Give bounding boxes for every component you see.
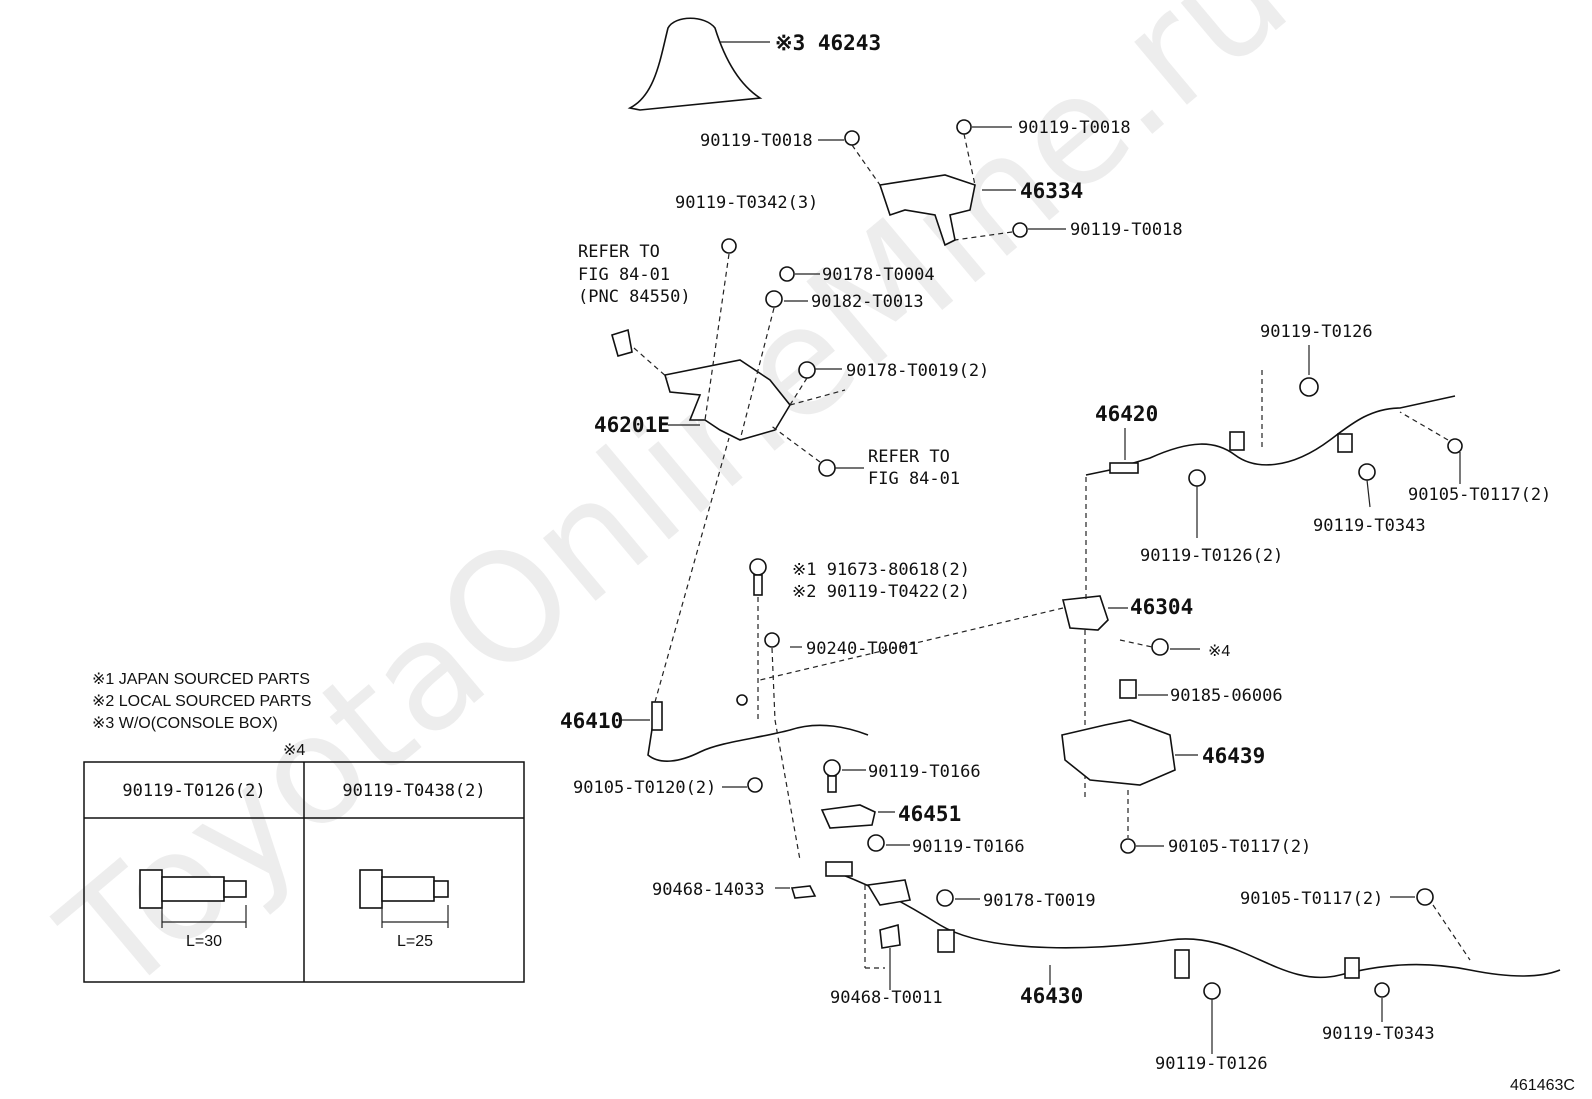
label-90178-T0004: 90178-T0004 [822,265,935,285]
label-46243: ※3 46243 [775,31,881,55]
label-90105-T0117-2-a: 90105-T0117(2) [1408,485,1551,505]
label-90468-14033: 90468-14033 [652,880,765,900]
label-46334: 46334 [1020,179,1083,203]
label-90185-06006: 90185-06006 [1170,686,1283,706]
bracket-46334 [818,119,1066,247]
watermark-text: ToyotaOnlineMine.ru [31,0,1320,1028]
label-46410: 46410 [560,709,623,733]
shift-boot-46243 [627,17,770,111]
label-90105-T0117-2-b: 90105-T0117(2) [1168,837,1311,857]
label-46420: 46420 [1095,402,1158,426]
label-90468-T0011: 90468-T0011 [830,988,943,1008]
label-90119-T0126-bottom: 90119-T0126 [1155,1054,1268,1074]
cable-46430 [774,719,1561,1054]
note-1: ※1 JAPAN SOURCED PARTS [92,671,310,688]
label-90119-T0166-a: 90119-T0166 [868,762,981,782]
label-90119-T0343-b: 90119-T0343 [1322,1024,1435,1044]
label-refer2-line1: REFER TO [868,447,950,467]
label-90240-T0001: 90240-T0001 [806,639,919,659]
label-90119-T0126-2: 90119-T0126(2) [1140,546,1283,566]
figure-code: 461463C [1510,1077,1575,1094]
heat-insulator-46439 [1061,679,1198,854]
label-90182-T0013: 90182-T0013 [811,292,924,312]
label-46451: 46451 [898,802,961,826]
label-90178-T0019-2: 90178-T0019(2) [846,361,989,381]
table-caption: ※4 [283,742,305,759]
note-2: ※2 LOCAL SOURCED PARTS [92,693,311,710]
label-90119-T0343-a: 90119-T0343 [1313,516,1426,536]
lever-assembly-46201E [611,238,864,477]
label-90119-T0018-a: 90119-T0018 [700,131,813,151]
label-46430: 46430 [1020,984,1083,1008]
label-90119-T0166-b: 90119-T0166 [912,837,1025,857]
label-90105-T0120: 90105-T0120(2) [573,778,716,798]
label-90119-T0126-top: 90119-T0126 [1260,322,1373,342]
bolt-icon-short: L=25 [359,869,449,950]
footnotes: ※1 JAPAN SOURCED PARTS ※2 LOCAL SOURCED … [92,671,311,732]
label-90119-T0422: ※2 90119-T0422(2) [792,582,970,602]
label-91673-80618: ※1 91673-80618(2) [792,560,970,580]
center-bolts [749,558,802,721]
label-90105-T0117-2-c: 90105-T0117(2) [1240,889,1383,909]
label-46201E: 46201E [594,413,670,437]
label-refer2-line2: FIG 84-01 [868,469,960,489]
bolt-length-table: ※4 90119-T0126(2) 90119-T0438(2) L=30 L=… [83,742,525,983]
label-90119-T0342: 90119-T0342(3) [675,193,818,213]
watermark: ToyotaOnlineMine.ru [31,0,1320,1028]
cable-46420 [1085,345,1463,538]
note-3: ※3 W/O(CONSOLE BOX) [92,715,278,732]
label-46439: 46439 [1202,744,1265,768]
label-refer1-line2: FIG 84-01 [578,265,670,285]
bracket-46451 [820,759,910,852]
table-col2-header: 90119-T0438(2) [342,781,485,801]
label-90178-T0019: 90178-T0019 [983,891,1096,911]
label-90119-T0018-b: 90119-T0018 [1018,118,1131,138]
cable-46410 [622,437,869,793]
equalizer-46304 [759,477,1200,800]
label-note4-ref: ※4 [1208,643,1230,660]
bolt-icon-long: L=30 [139,869,247,950]
dim-long: L=30 [186,933,222,950]
label-90119-T0018-c: 90119-T0018 [1070,220,1183,240]
label-refer1-line1: REFER TO [578,242,660,262]
label-46304: 46304 [1130,595,1193,619]
dim-short: L=25 [397,933,433,950]
table-col1-header: 90119-T0126(2) [122,781,265,801]
label-refer1-line3: (PNC 84550) [578,287,691,307]
